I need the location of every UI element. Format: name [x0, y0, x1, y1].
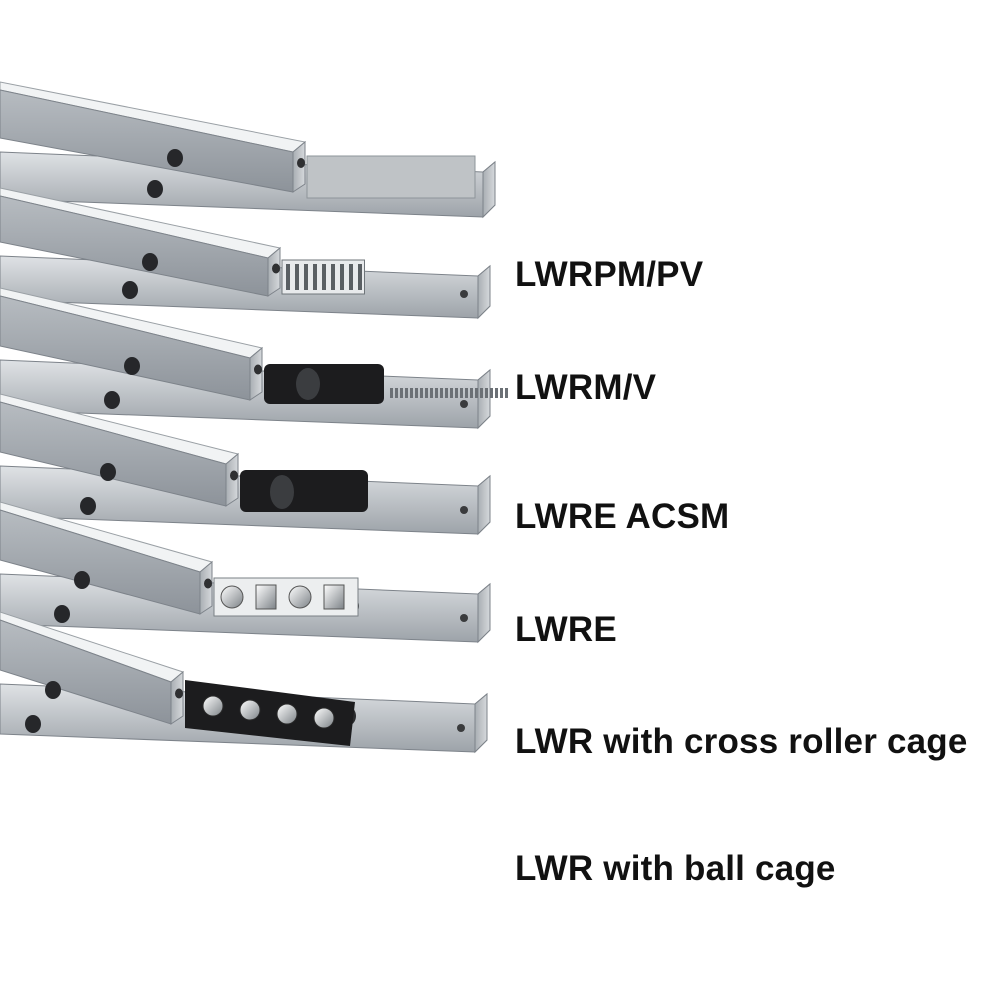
carriage-lower-hole [54, 605, 70, 623]
roller-cage-black [240, 470, 368, 512]
needle-roller [322, 264, 326, 290]
needle-roller [331, 264, 335, 290]
carriage-mounting-hole [167, 149, 183, 167]
carriage-mounting-hole [124, 357, 140, 375]
carriage-end-hole [175, 688, 183, 699]
linear-guide-5 [0, 501, 491, 644]
carriage-lower-hole [104, 391, 120, 409]
cage-ball [313, 707, 335, 729]
product-label-lwre: LWRE [515, 610, 617, 649]
rail-end-hole [460, 506, 468, 514]
rack-tooth [395, 388, 398, 398]
rack-tooth [405, 388, 408, 398]
rail-end-face [477, 264, 491, 320]
needle-roller [295, 264, 299, 290]
linear-guide-1 [0, 81, 496, 219]
rail-end-face [477, 368, 491, 430]
rack-tooth [455, 388, 458, 398]
product-label-lwrm-v: LWRM/V [515, 368, 657, 407]
rack-tooth [500, 388, 503, 398]
linear-guide-2 [0, 187, 491, 320]
rail-end-hole [457, 724, 465, 732]
ball-cage-black [185, 680, 355, 746]
rack-tooth [460, 388, 463, 398]
carriage-mounting-hole [142, 253, 158, 271]
needle-roller [286, 264, 290, 290]
cross-roller [220, 585, 244, 609]
carriage-end-hole [204, 578, 212, 589]
carriage-end-hole [254, 364, 262, 375]
rail-end-face [477, 474, 491, 536]
rack-tooth [475, 388, 478, 398]
carriage-end-face [170, 670, 184, 725]
flat-cage-channel [306, 155, 476, 199]
rack-tooth [430, 388, 433, 398]
cage-ball [202, 695, 224, 717]
rack-tooth [390, 388, 393, 398]
carriage-end-face [249, 346, 263, 401]
cross-roller [323, 584, 345, 610]
rail-end-hole [460, 614, 468, 622]
cross-roller [288, 585, 312, 609]
needle-roller [358, 264, 362, 290]
carriage-lower-hole [25, 715, 41, 733]
linear-guide-6 [0, 611, 488, 754]
product-label-lwre-acsm: LWRE ACSM [515, 497, 730, 536]
linear-guide-3 [0, 287, 508, 430]
rack-tooth [505, 388, 508, 398]
needle-roller [313, 264, 317, 290]
rail-end-face [482, 160, 496, 219]
product-label-lwr-cross-roller: LWR with cross roller cage [515, 722, 968, 761]
rail-end-hole [460, 290, 468, 298]
cage-roller [296, 368, 320, 400]
carriage-lower-hole [122, 281, 138, 299]
rack-tooth [420, 388, 423, 398]
carriage-lower-hole [80, 497, 96, 515]
carriage-end-hole [230, 470, 238, 481]
cage-roller [270, 475, 294, 509]
carriage-mounting-hole [100, 463, 116, 481]
cross-roller [255, 584, 277, 610]
rail-end-hole [460, 400, 468, 408]
rack-tooth [490, 388, 493, 398]
needle-roller [304, 264, 308, 290]
rack-tooth [440, 388, 443, 398]
cage-ball [276, 703, 298, 725]
carriage-end-hole [297, 158, 305, 168]
carriage-mounting-hole [74, 571, 90, 589]
linear-guide-4 [0, 393, 491, 536]
carriage-lower-hole [147, 180, 163, 198]
rack-tooth [445, 388, 448, 398]
carriage-end-hole [272, 263, 280, 274]
rack-tooth [465, 388, 468, 398]
carriage-mounting-hole [45, 681, 61, 699]
rack-tooth [435, 388, 438, 398]
roller-cage-black [264, 364, 384, 404]
rack-tooth [470, 388, 473, 398]
carriage-end-face [225, 452, 239, 507]
product-label-lwr-ball-cage: LWR with ball cage [515, 849, 836, 888]
rack-tooth [415, 388, 418, 398]
carriage-end-face [199, 560, 213, 615]
rack-tooth [495, 388, 498, 398]
cage-ball [239, 699, 261, 721]
rack-tooth [400, 388, 403, 398]
rack-tooth [485, 388, 488, 398]
rail-end-face [477, 582, 491, 644]
rack-tooth [425, 388, 428, 398]
needle-roller [340, 264, 344, 290]
rail-end-face [474, 692, 488, 754]
rack-tooth [410, 388, 413, 398]
product-label-lwrpm-pv: LWRPM/PV [515, 255, 704, 294]
rack-tooth [450, 388, 453, 398]
needle-roller [349, 264, 353, 290]
rack-tooth [480, 388, 483, 398]
